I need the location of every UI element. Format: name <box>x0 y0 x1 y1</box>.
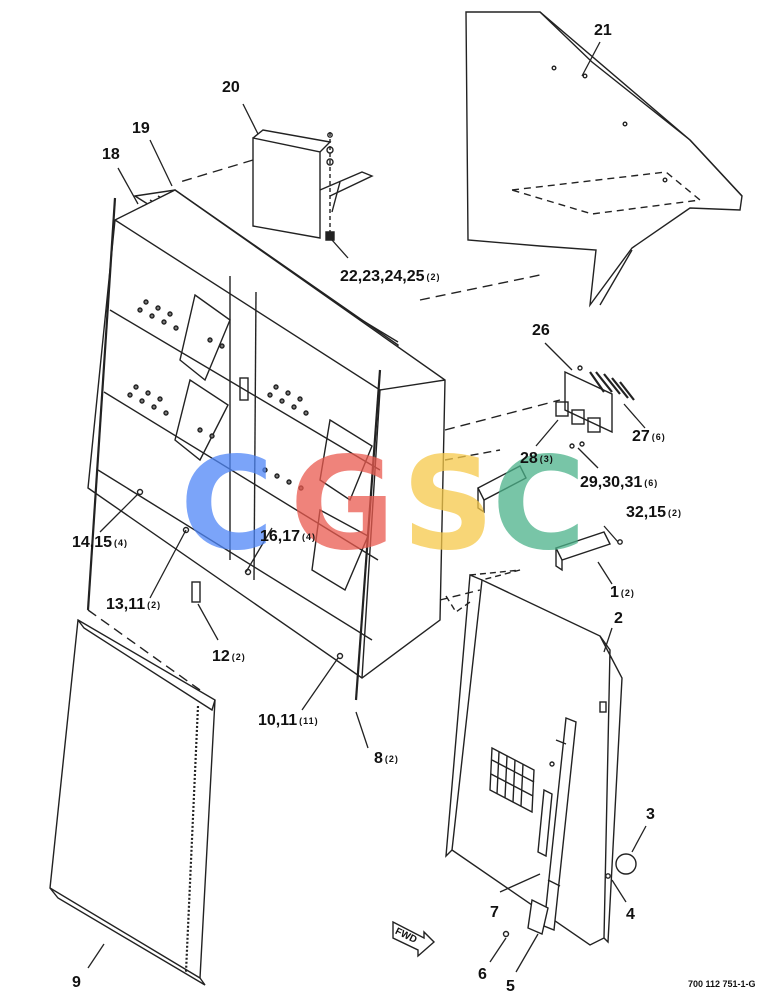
callout-27: 27(6) <box>632 428 666 445</box>
callout-1: 1(2) <box>610 584 635 601</box>
callout-20: 20 <box>222 79 240 96</box>
callout-12: 12(2) <box>212 648 246 665</box>
callout-26: 26 <box>532 322 550 339</box>
callout-5: 5 <box>506 978 515 995</box>
callout-8: 8(2) <box>374 750 399 767</box>
callout-18: 18 <box>102 146 120 163</box>
callout-10-11: 10,11(11) <box>258 712 319 729</box>
door-panel <box>445 569 637 946</box>
switch-plate-assembly <box>555 365 635 449</box>
top-cover-panel <box>465 11 743 308</box>
callout-19: 19 <box>132 120 150 137</box>
leader-lines <box>87 41 647 973</box>
callout-32-15: 32,15(2) <box>626 504 683 521</box>
callout-13-11: 13,11(2) <box>106 596 162 613</box>
drawing-number: 700 112 751-1-G <box>688 979 756 989</box>
small-brackets <box>477 465 623 572</box>
callout-7: 7 <box>490 904 499 921</box>
callout-29-30-31: 29,30,31(6) <box>580 474 659 491</box>
mounting-bracket <box>179 129 374 241</box>
callout-22-23-24-25: 22,23,24,25(2) <box>340 268 441 285</box>
callout-2: 2 <box>614 610 623 627</box>
fwd-arrow-marker <box>392 920 436 958</box>
callout-14-15: 14,15(4) <box>72 534 129 551</box>
cabinet-body <box>86 189 561 701</box>
callout-6: 6 <box>478 966 487 983</box>
callout-3: 3 <box>646 806 655 823</box>
callout-9: 9 <box>72 974 81 991</box>
front-panel <box>49 618 216 986</box>
callout-28: 28(3) <box>520 450 554 467</box>
callout-4: 4 <box>626 906 635 923</box>
callout-21: 21 <box>594 22 612 39</box>
callout-16-17: 16,17(4) <box>260 528 317 545</box>
